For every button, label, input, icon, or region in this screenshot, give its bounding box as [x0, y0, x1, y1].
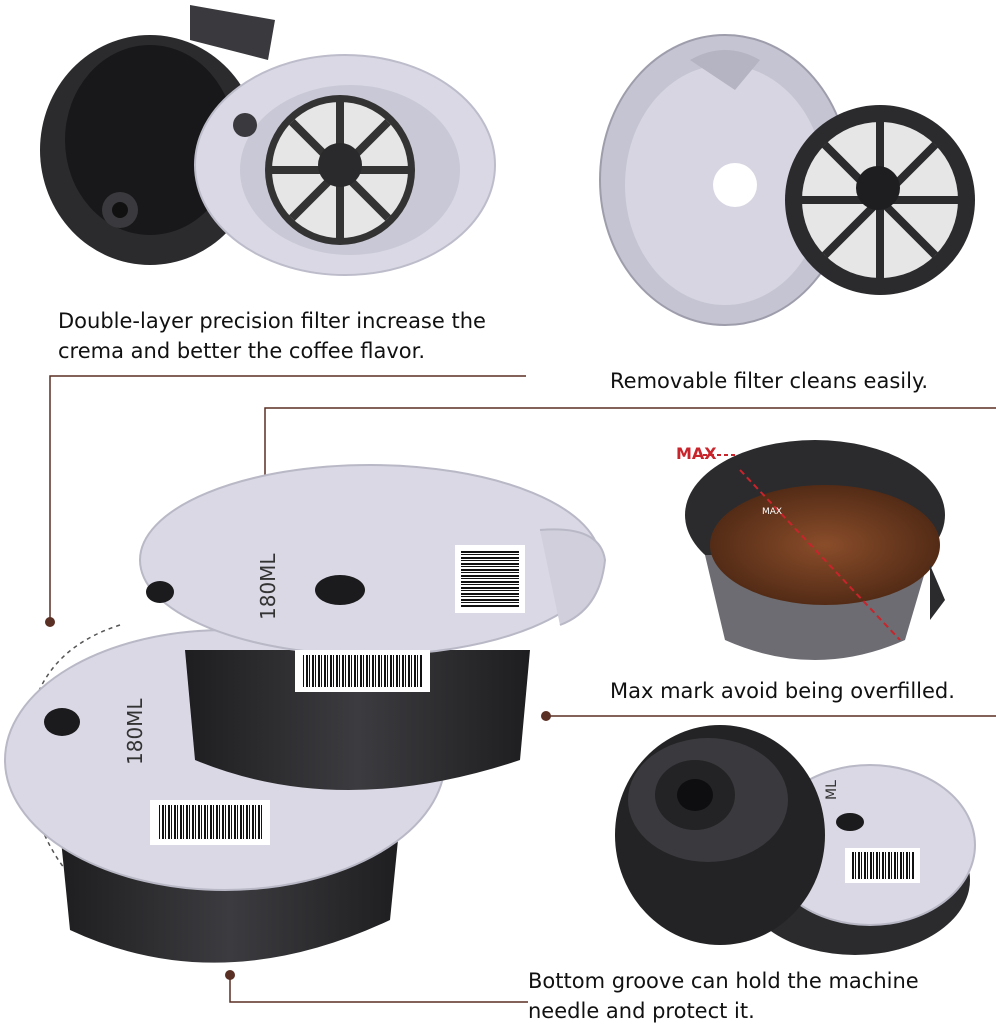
filter-caption-line2: crema and better the coffee flavor.	[58, 339, 426, 363]
leader-lines	[49, 375, 996, 1003]
top-right-lid-image	[599, 34, 975, 326]
capacity-label-bottom: 180ML	[123, 698, 147, 765]
groove-caption: Bottom groove can hold the machine needl…	[528, 966, 919, 1026]
capacity-label-partial: ML	[824, 780, 840, 800]
filter-caption-line1: Double-layer precision filter increase t…	[58, 309, 486, 333]
groove-caption-line2: needle and protect it.	[528, 999, 755, 1023]
leader-line-removable	[264, 407, 996, 498]
capacity-label-top: 180ML	[256, 553, 280, 620]
leader-line-filter	[49, 375, 526, 620]
groove-caption-line1: Bottom groove can hold the machine	[528, 969, 919, 993]
filter-caption: Double-layer precision filter increase t…	[58, 306, 486, 366]
removable-caption: Removable filter cleans easily.	[610, 369, 929, 393]
stacked-pods-image	[4, 464, 607, 963]
groove-pod-image	[615, 725, 976, 955]
max-label: MAX	[676, 444, 717, 463]
leader-line-groove	[229, 975, 528, 1003]
max-small-label: MAX	[762, 507, 782, 517]
max-mark-pod-image	[685, 440, 945, 660]
top-left-pod-image	[40, 5, 496, 276]
max-mark-caption: Max mark avoid being overfilled.	[610, 679, 955, 703]
